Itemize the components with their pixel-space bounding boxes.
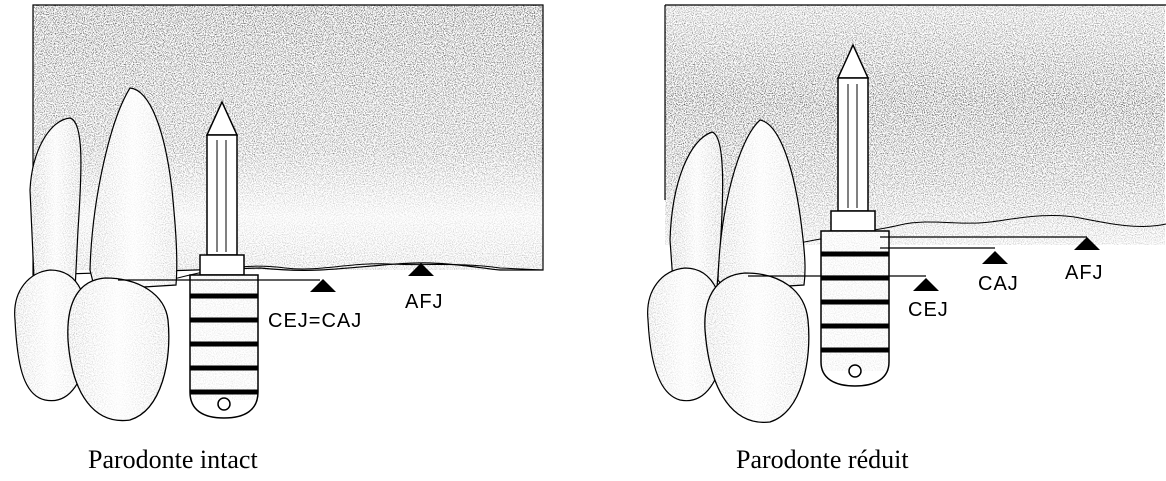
caj-marker	[982, 251, 1008, 264]
label-caj: CAJ	[978, 273, 1019, 295]
panel-intact: CEJ=CAJ AFJ	[15, 5, 543, 421]
cej-caj-marker	[310, 279, 336, 292]
caption-reduced: Parodonte réduit	[736, 445, 909, 475]
panel-reduced: CEJ CAJ AFJ	[648, 5, 1166, 422]
label-afj-left: AFJ	[405, 291, 444, 313]
cej-marker	[913, 278, 939, 291]
label-cej: CEJ	[908, 299, 949, 321]
caption-intact: Parodonte intact	[88, 445, 258, 475]
label-cej-caj: CEJ=CAJ	[268, 310, 362, 332]
label-afj-right: AFJ	[1065, 262, 1104, 284]
